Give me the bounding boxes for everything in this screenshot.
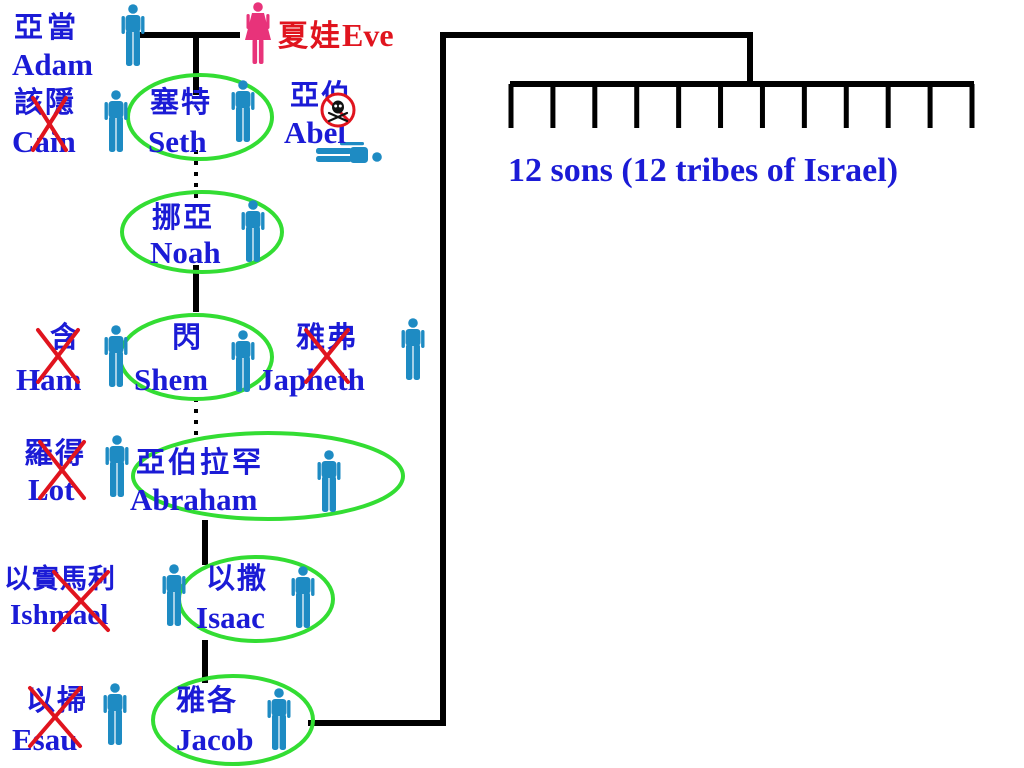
cain-red-x-cross-icon (31, 96, 68, 152)
rejected-crosses (28, 96, 350, 748)
abel-skull-crossbones-icon (320, 92, 356, 128)
chosen-rings (118, 73, 405, 766)
adam-name-en: Adam (12, 47, 93, 82)
abraham-name-zh: 亞伯拉罕 (136, 445, 264, 479)
sons-ticks (508, 84, 975, 128)
seth-name-zh: 塞特 (150, 85, 212, 119)
jacob-man-icon (267, 688, 291, 750)
noah-name-en: Noah (150, 235, 221, 270)
shem-name-zh: 閃 (172, 320, 201, 354)
japheth-name-en: Japheth (258, 362, 365, 397)
seth-name-en: Seth (148, 124, 207, 159)
ham-man-icon (104, 325, 128, 387)
isaac-name-zh: 以撒 (206, 561, 268, 595)
noah-ring (120, 190, 284, 274)
ishmael-man-icon (162, 564, 186, 626)
shem-man-icon (231, 330, 255, 392)
ishmael-red-x-cross-icon (52, 570, 110, 632)
esau-name-zh: 以掃 (26, 683, 88, 717)
lot-man-icon (105, 435, 129, 497)
abraham-man-icon (317, 450, 341, 512)
noah-name-zh: 挪亞 (152, 200, 214, 234)
abel-lying-man-icon (316, 142, 382, 163)
isaac-name-en: Isaac (196, 600, 265, 635)
esau-man-icon (103, 683, 127, 745)
japheth-man-icon (401, 318, 425, 380)
sons-label: 12 sons (12 tribes of Israel) (508, 152, 898, 189)
jacob-name-en: Jacob (176, 722, 254, 757)
seth-ring (126, 73, 274, 161)
abraham-name-en: Abraham (130, 482, 258, 517)
jacob-name-zh: 雅各 (176, 683, 238, 717)
eve-name-zh: 夏娃 (278, 19, 342, 54)
adam-name-zh: 亞當 (14, 10, 80, 44)
jacob-sons-connector (308, 32, 753, 726)
esau-red-x-cross-icon (28, 686, 82, 748)
eve-name-en: Eve (342, 17, 394, 53)
japheth-name-zh: 雅弗 (296, 320, 358, 354)
noah-man-icon (241, 200, 265, 262)
shem-name-en: Shem (134, 362, 208, 397)
eve-woman-icon (245, 2, 271, 64)
abraham-ring (131, 431, 405, 521)
isaac-man-icon (291, 566, 315, 628)
jacob-ring (151, 674, 315, 766)
person-icons (103, 2, 425, 750)
lot-red-x-cross-icon (38, 440, 86, 500)
eve-name-label: 夏娃Eve (278, 17, 394, 54)
ham-red-x-cross-icon (36, 328, 80, 384)
lineage-lines (140, 32, 975, 726)
japheth-red-x-cross-icon (304, 328, 350, 384)
cain-man-icon (104, 90, 128, 152)
